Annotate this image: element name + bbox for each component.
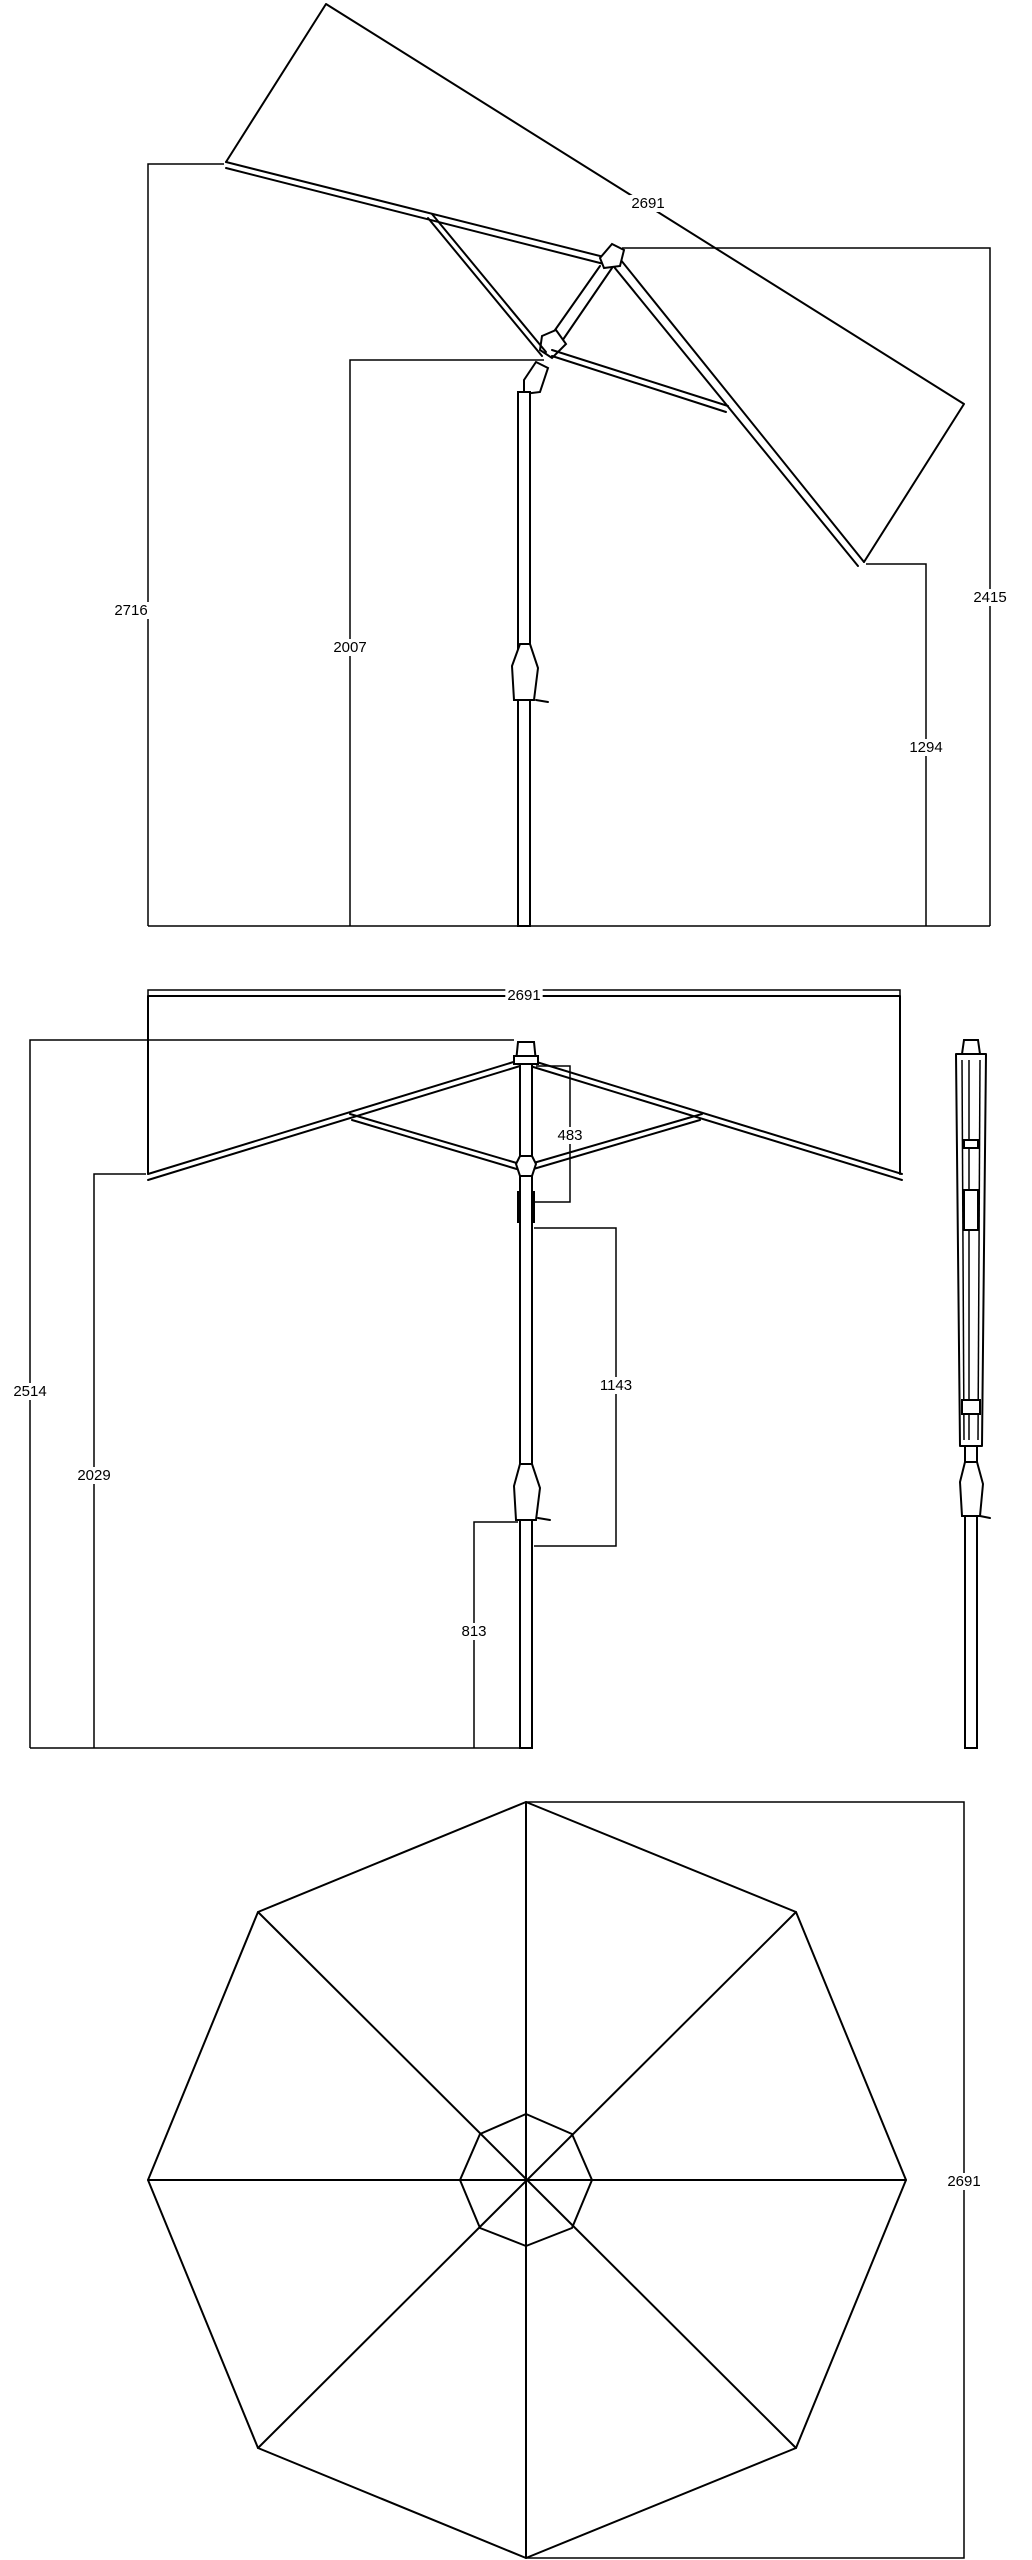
tilted-crank-handle [535, 699, 549, 703]
closed-finial [960, 1039, 982, 1055]
upright-upper-mast [519, 1063, 533, 1165]
tilted-canopy-right-rib [615, 253, 865, 563]
tilt-joint [523, 360, 550, 396]
tilted-runner [538, 328, 568, 360]
dim-upright-overall-height: 2514 [13, 1383, 46, 1400]
upright-crank-housing [512, 1463, 542, 1521]
upright-side-view: 2691 2514 2029 483 1143 813 [11, 987, 903, 1749]
tilted-strut-left [431, 213, 547, 353]
tilted-canopy-outline [225, 3, 965, 563]
tilted-strut-right [551, 349, 729, 407]
tilted-upper-mast [547, 265, 601, 341]
dim-low-edge-height: 1294 [909, 739, 942, 756]
tilted-canopy-left-rib [225, 161, 609, 259]
dim-hub-height: 2007 [333, 639, 366, 656]
upright-runner [514, 1155, 538, 1177]
dim-edge-height: 2029 [77, 1467, 110, 1484]
closed-canopy [955, 1053, 987, 1447]
dim-tilted-canopy-width: 2691 [631, 195, 664, 212]
dim-upright-canopy-width: 2691 [507, 987, 540, 1004]
dim-tilt-height: 2415 [973, 589, 1006, 606]
dim-top-diameter: 2691 [947, 2173, 980, 2190]
tilted-finial [598, 242, 626, 270]
dim-overall-height: 2716 [114, 602, 147, 619]
upright-rib-right [529, 1059, 903, 1175]
closed-pole [964, 1445, 978, 1749]
tilted-side-view: 2716 2007 2415 1294 2691 [112, 3, 1009, 927]
upright-strut-right [529, 1113, 703, 1165]
closed-umbrella-view [955, 1039, 991, 1749]
tilted-crank-housing [510, 643, 540, 701]
closed-crank-housing [958, 1461, 985, 1517]
upright-crank-handle [537, 1517, 551, 1521]
top-rib-diagonal-b [257, 1911, 797, 2449]
upright-strut-left [349, 1113, 521, 1165]
dim-rib-drop: 483 [557, 1127, 582, 1144]
top-view: 2691 [147, 1801, 983, 2559]
dim-pole-section: 1143 [600, 1377, 632, 1394]
upright-rib-left [147, 1059, 521, 1175]
upright-pole [519, 1175, 533, 1749]
dim-crank-height: 813 [461, 1623, 486, 1640]
